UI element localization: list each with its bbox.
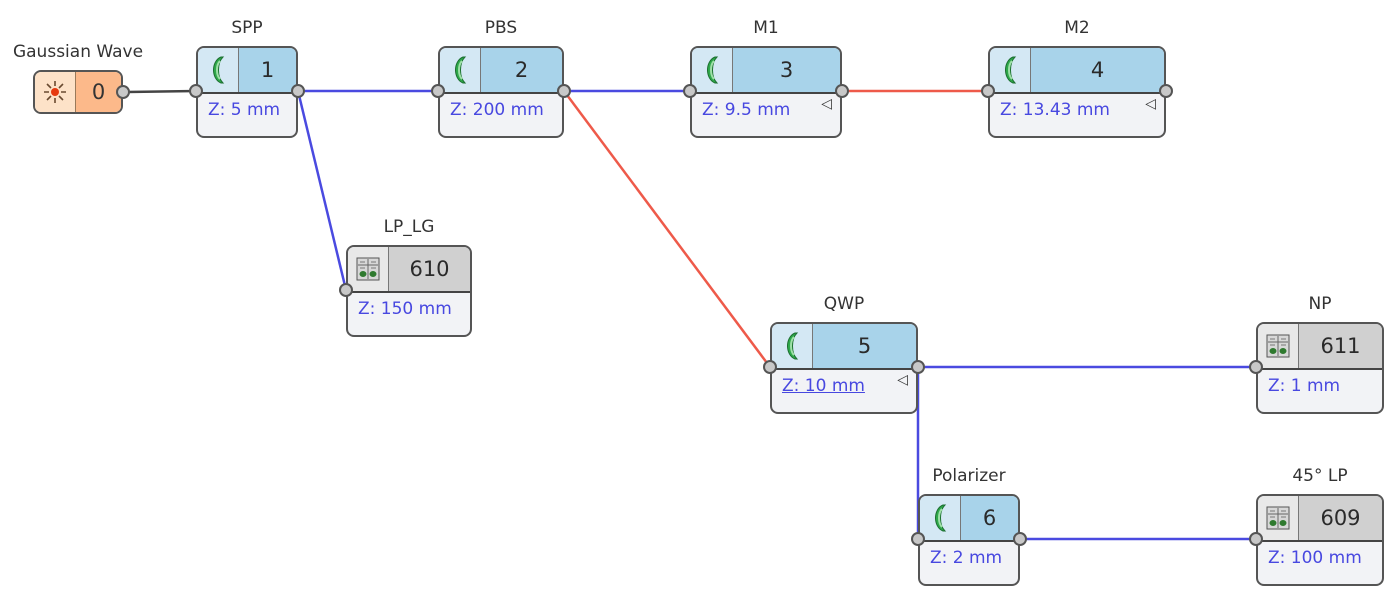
lens-icon — [692, 48, 733, 92]
link-source-spp[interactable] — [122, 89, 197, 94]
node-m1[interactable]: M1 3 Z: 9.5 mm ◁ — [690, 18, 842, 138]
node-lplg[interactable]: LP_LG 610 Z: 150 mm — [346, 217, 472, 337]
node-title: Polarizer — [932, 466, 1006, 486]
node-title: M2 — [1064, 18, 1090, 38]
node-id: 1 — [239, 48, 296, 92]
direction-arrow-icon: ◁ — [1145, 96, 1156, 112]
z-position[interactable]: Z: 10 mm — [782, 376, 865, 396]
node-qwp[interactable]: QWP 5 Z: 10 mm ◁ — [770, 294, 918, 414]
node-id: 6 — [961, 496, 1018, 540]
z-position: Z: 150 mm — [358, 299, 452, 319]
z-position: Z: 100 mm — [1268, 548, 1362, 568]
port-in[interactable] — [683, 84, 697, 98]
detector-icon — [1258, 324, 1299, 368]
z-position: Z: 9.5 mm — [702, 100, 791, 120]
node-title: M1 — [753, 18, 779, 38]
port-out[interactable] — [1013, 532, 1027, 546]
sun-icon — [35, 72, 76, 112]
node-id: 4 — [1031, 48, 1164, 92]
node-id: 611 — [1299, 324, 1382, 368]
lens-icon — [990, 48, 1031, 92]
port-in[interactable] — [339, 283, 353, 297]
port-in[interactable] — [1249, 360, 1263, 374]
detector-icon — [348, 247, 389, 291]
node-lp45[interactable]: 45° LP 609 Z: 100 mm — [1256, 466, 1384, 586]
node-pol[interactable]: Polarizer 6 Z: 2 mm — [918, 466, 1020, 586]
lens-icon — [920, 496, 961, 540]
node-spp[interactable]: SPP 1 Z: 5 mm — [196, 18, 298, 138]
z-position: Z: 1 mm — [1268, 376, 1341, 396]
z-position: Z: 200 mm — [450, 100, 544, 120]
port-in[interactable] — [431, 84, 445, 98]
direction-arrow-icon: ◁ — [897, 372, 908, 388]
node-id: 3 — [733, 48, 840, 92]
source-node-gaussian-wave[interactable]: Gaussian Wave 0 — [13, 42, 143, 114]
node-title: QWP — [823, 294, 865, 314]
node-title: Gaussian Wave — [12, 42, 144, 62]
lens-icon — [198, 48, 239, 92]
port-out[interactable] — [1159, 84, 1173, 98]
lens-icon — [440, 48, 481, 92]
z-position: Z: 13.43 mm — [1000, 100, 1110, 120]
port-out[interactable] — [291, 84, 305, 98]
port-out[interactable] — [911, 360, 925, 374]
node-np[interactable]: NP 611 Z: 1 mm — [1256, 294, 1384, 414]
port-in[interactable] — [189, 84, 203, 98]
node-id: 5 — [813, 324, 916, 368]
z-position: Z: 5 mm — [208, 100, 281, 120]
node-id: 2 — [481, 48, 562, 92]
detector-icon — [1258, 496, 1299, 540]
port-in[interactable] — [981, 84, 995, 98]
node-title: SPP — [231, 18, 263, 38]
node-title: 45° LP — [1292, 466, 1348, 486]
node-pbs[interactable]: PBS 2 Z: 200 mm — [438, 18, 564, 138]
node-id: 610 — [389, 247, 470, 291]
port-in[interactable] — [1249, 532, 1263, 546]
port-in[interactable] — [763, 360, 777, 374]
port-in[interactable] — [911, 532, 925, 546]
port-out[interactable] — [116, 85, 130, 99]
port-out[interactable] — [835, 84, 849, 98]
node-title: NP — [1308, 294, 1332, 314]
node-m2[interactable]: M2 4 Z: 13.43 mm ◁ — [988, 18, 1166, 138]
node-id: 609 — [1299, 496, 1382, 540]
node-title: LP_LG — [383, 217, 435, 237]
link-spp-lplg[interactable] — [296, 90, 348, 291]
z-position: Z: 2 mm — [930, 548, 1003, 568]
node-id: 0 — [76, 72, 121, 112]
link-pbs-qwp[interactable] — [562, 90, 772, 368]
lens-icon — [772, 324, 813, 368]
direction-arrow-icon: ◁ — [821, 96, 832, 112]
node-title: PBS — [484, 18, 518, 38]
port-out[interactable] — [557, 84, 571, 98]
